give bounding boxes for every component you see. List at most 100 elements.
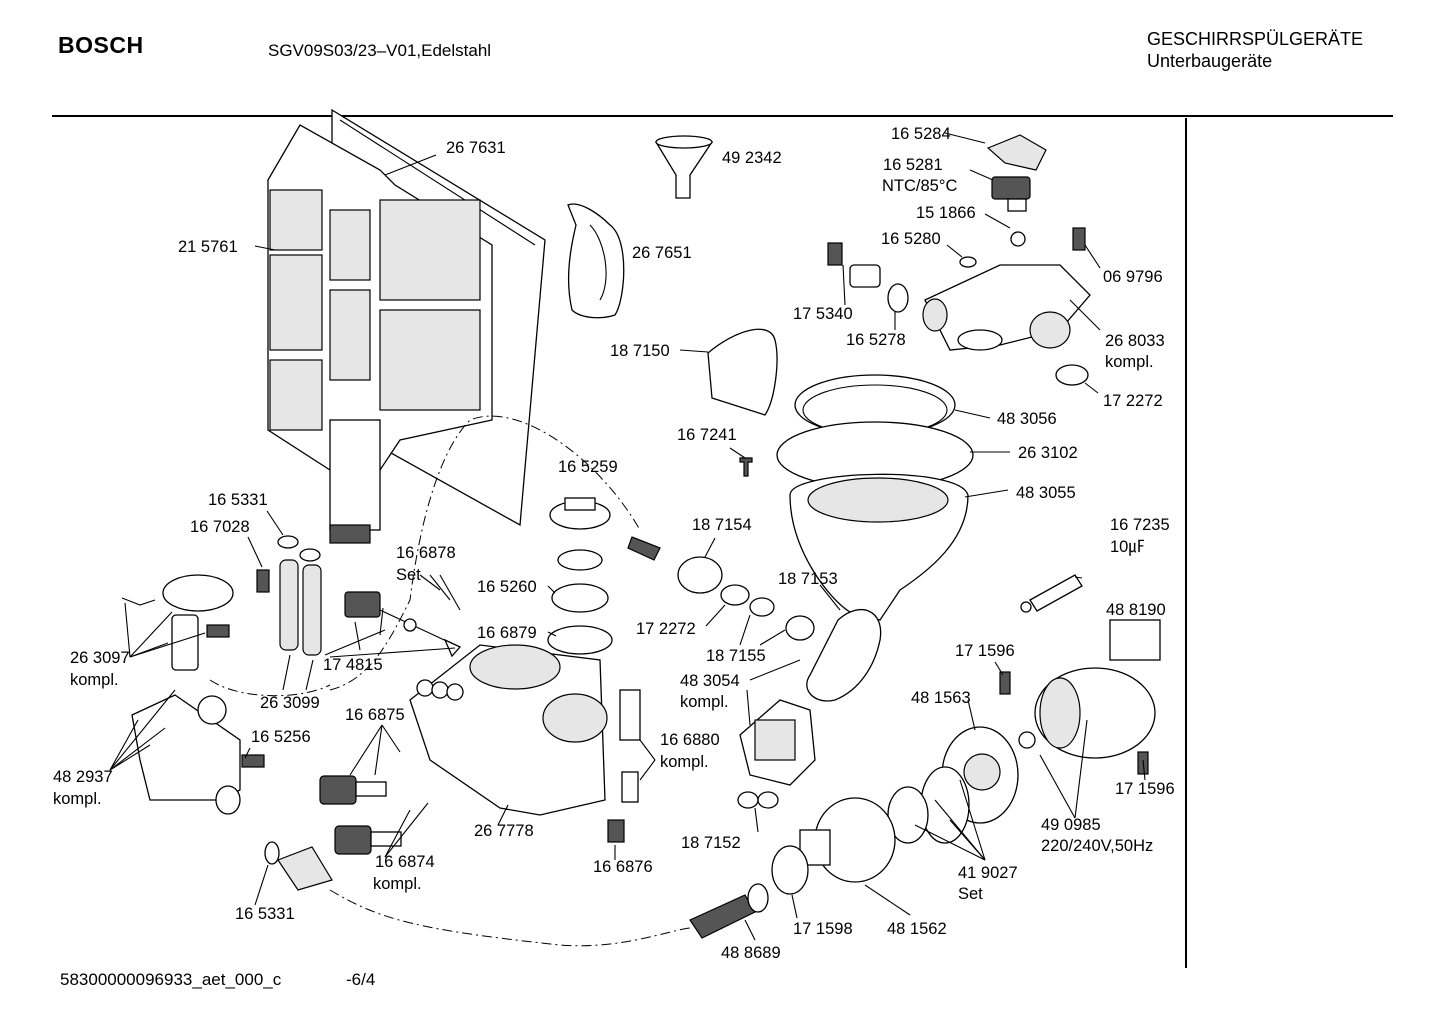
connection-line xyxy=(209,679,331,697)
connector-187153 xyxy=(785,615,815,641)
connection-line xyxy=(329,415,641,691)
label-167028: 16 7028 xyxy=(190,518,250,536)
drawing-code: 58300000096933_aet_000_c xyxy=(60,970,282,989)
label-267778: 26 7778 xyxy=(474,822,534,840)
category-subtitle: Unterbaugeräte xyxy=(1147,51,1273,71)
clip-167028 xyxy=(256,569,270,593)
elbow-pipe-part xyxy=(806,609,882,702)
manifold-assembly-part xyxy=(922,264,1091,351)
label-482937: 48 2937 xyxy=(53,768,113,786)
label-481562: 48 1562 xyxy=(887,920,947,938)
label-165259: 16 5259 xyxy=(558,458,618,476)
inlet-hose-165331b xyxy=(264,841,333,891)
label-172272a: 17 2272 xyxy=(1103,392,1163,410)
hose-clamp-172272 xyxy=(1055,364,1089,386)
label-263097: 26 3097 xyxy=(70,649,130,667)
label-483056: 48 3056 xyxy=(997,410,1057,428)
label-187152: 18 7152 xyxy=(681,834,741,852)
oring-167028 xyxy=(299,548,321,562)
float-part xyxy=(619,689,641,803)
valve-482937 xyxy=(131,694,265,815)
label-187154: 18 7154 xyxy=(692,516,752,534)
part-labels: 26 7631 49 2342 16 5284 16 5281 NTC/85°C… xyxy=(53,125,1175,962)
label-166874-kompl: kompl. xyxy=(373,875,422,893)
label-165260: 16 5260 xyxy=(477,578,537,596)
seal-171598 xyxy=(771,845,809,895)
spring-187155 xyxy=(749,597,775,617)
sensor-cap-part xyxy=(986,134,1047,171)
label-069796: 06 9796 xyxy=(1103,268,1163,286)
label-483054: 48 3054 xyxy=(680,672,740,690)
label-263097-kompl: kompl. xyxy=(70,671,119,689)
drain-hose-488689 xyxy=(689,883,769,939)
valve-set-166878 xyxy=(344,591,462,658)
label-167235-cap: 10㎌ xyxy=(1110,538,1145,556)
label-263102: 26 3102 xyxy=(1018,444,1078,462)
label-174815: 17 4815 xyxy=(323,656,383,674)
label-171596a: 17 1596 xyxy=(955,642,1015,660)
label-175340: 17 5340 xyxy=(793,305,853,323)
fitting-187154 xyxy=(677,556,723,594)
oring-165331a xyxy=(277,535,299,549)
bearing-490985 xyxy=(1018,731,1036,749)
impeller-419027 xyxy=(887,786,929,844)
label-488689: 48 8689 xyxy=(721,944,781,962)
label-490985-voltage: 220/240V,50Hz xyxy=(1041,837,1153,855)
solenoid-166875 xyxy=(319,775,387,805)
label-419027: 41 9027 xyxy=(958,864,1018,882)
level-switch-263097 xyxy=(121,574,234,671)
seal-ring-166879 xyxy=(547,625,613,655)
model-number: SGV09S03/23–V01,Edelstahl xyxy=(268,41,492,60)
category-title: GESCHIRRSPÜLGERÄTE xyxy=(1147,29,1364,49)
clip-166876 xyxy=(607,819,625,843)
label-165331a: 16 5331 xyxy=(208,491,268,509)
label-268033-kompl: kompl. xyxy=(1105,353,1154,371)
spring-hose-187154 xyxy=(627,536,661,561)
label-165284: 16 5284 xyxy=(891,125,951,143)
label-482937-kompl: kompl. xyxy=(53,790,102,808)
solenoid-166874 xyxy=(334,825,402,855)
label-166880-kompl: kompl. xyxy=(660,753,709,771)
label-166880: 16 6880 xyxy=(660,731,720,749)
label-483055: 48 3055 xyxy=(1016,484,1076,502)
label-167235: 16 7235 xyxy=(1110,516,1170,534)
clamp-172272b xyxy=(720,584,750,606)
label-171596b: 17 1596 xyxy=(1115,780,1175,798)
label-165256: 16 5256 xyxy=(251,728,311,746)
label-215761: 21 5761 xyxy=(178,238,238,256)
label-171598: 17 1598 xyxy=(793,920,853,938)
clip-187152 xyxy=(737,791,779,809)
label-166879: 16 6879 xyxy=(477,624,537,642)
label-263099: 26 3099 xyxy=(260,694,320,712)
label-492342: 49 2342 xyxy=(722,149,782,167)
pump-housing-481562 xyxy=(799,797,896,883)
label-165281: 16 5281 xyxy=(883,156,943,174)
circulation-motor-part xyxy=(1034,619,1161,759)
label-187155: 18 7155 xyxy=(706,647,766,665)
label-165278: 16 5278 xyxy=(846,331,906,349)
spring-pair-263099 xyxy=(279,559,322,656)
label-165280: 16 5280 xyxy=(881,230,941,248)
label-481563: 48 1563 xyxy=(911,689,971,707)
oring-165280 xyxy=(959,256,977,268)
label-268033: 26 8033 xyxy=(1105,332,1165,350)
capacitor-part xyxy=(1020,574,1083,613)
label-167241: 16 7241 xyxy=(677,426,737,444)
label-166878: 16 6878 xyxy=(396,544,456,562)
label-187150: 18 7150 xyxy=(610,342,670,360)
label-483054-kompl: kompl. xyxy=(680,693,729,711)
pump-motor-483054 xyxy=(739,699,816,786)
label-166878-set: Set xyxy=(396,566,421,584)
clip-069796 xyxy=(1072,227,1086,251)
label-490985: 49 0985 xyxy=(1041,816,1101,834)
leader-lines xyxy=(109,132,1146,941)
sump-housing-part xyxy=(789,473,969,621)
nut-165260 xyxy=(551,583,609,613)
label-267651: 26 7651 xyxy=(632,244,692,262)
connection-line xyxy=(329,889,691,947)
cover-cap-part xyxy=(707,328,778,416)
ntc-sensor-part xyxy=(991,176,1031,212)
label-166875: 16 6875 xyxy=(345,706,405,724)
water-tank-part xyxy=(267,124,493,544)
